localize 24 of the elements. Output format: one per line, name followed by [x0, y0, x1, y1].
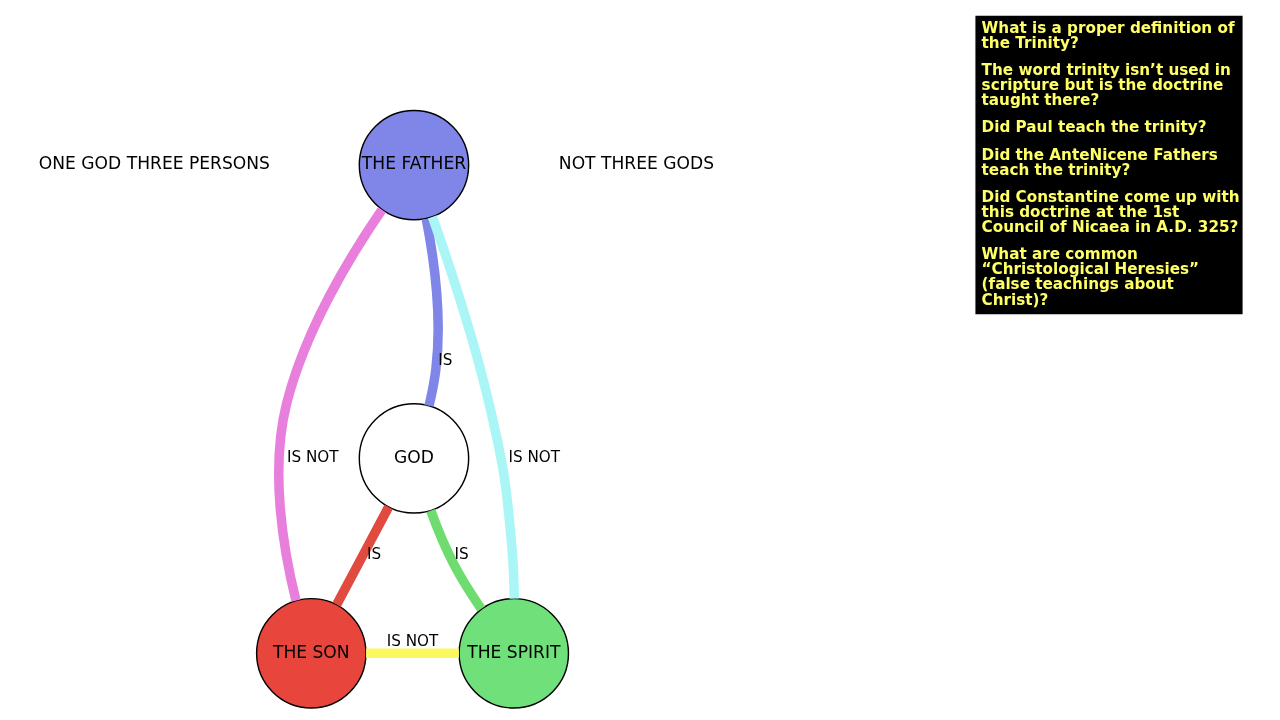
connector	[421, 217, 443, 407]
connector	[365, 648, 459, 659]
label: Did Constantine come up with this doctrine at the 1st Council of Nicaea in A.D. 325?	[981, 187, 1240, 237]
node-circle: THE SPIRIT	[457, 597, 569, 709]
node-circle: THE FATHER	[358, 109, 469, 221]
label: The word trinity isn’t used in scripture but is the doctrine taught there?	[981, 60, 1231, 109]
connector	[332, 504, 393, 607]
label: ONE GOD THREE PERSONS	[38, 153, 270, 174]
edge-label: IS	[453, 545, 469, 564]
edge-label: IS	[437, 350, 452, 369]
edge-label: IS NOT	[286, 448, 339, 467]
label: Did the AnteNicene Fathers teach the trinity?	[981, 146, 1218, 180]
connector	[427, 215, 519, 599]
connector	[273, 207, 386, 602]
edge-label: IS	[366, 545, 381, 564]
label: Did Paul teach the trinity?	[981, 117, 1207, 136]
label: NOT THREE GODS	[558, 153, 714, 174]
label: What are common “Christological Heresies” (false teachings about Christ)?	[981, 245, 1199, 309]
label: What is a proper definition of the Trinity?	[981, 18, 1235, 52]
edge-label: IS NOT	[386, 631, 438, 650]
node-circle: THE SON	[255, 597, 367, 709]
node-circle: GOD	[358, 403, 469, 514]
connector	[425, 509, 485, 612]
edge-label: IS NOT	[507, 448, 560, 467]
